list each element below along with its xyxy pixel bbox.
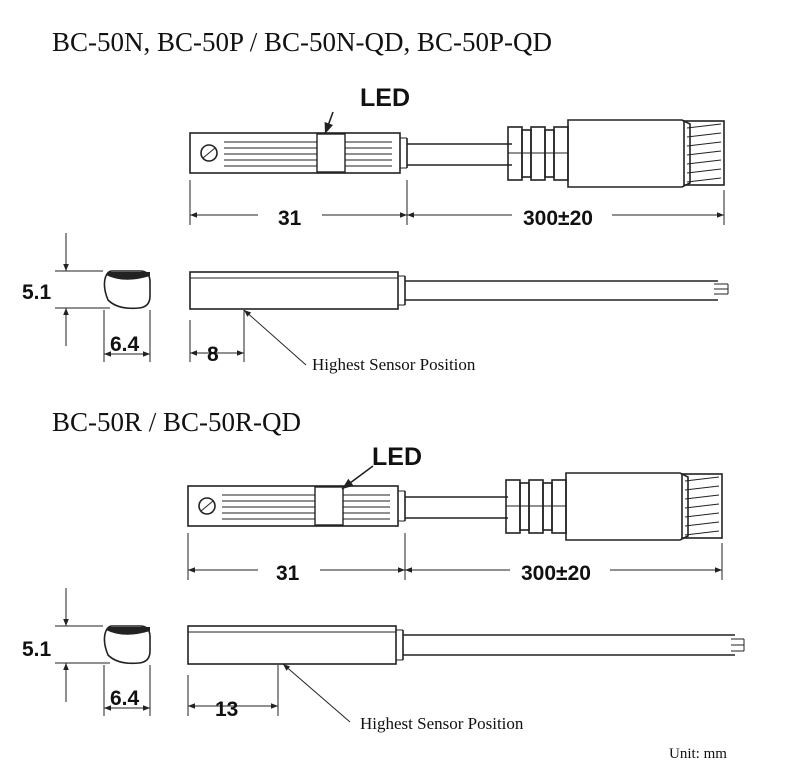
section1-width: 6.4 <box>110 333 140 356</box>
section1-length-dimension <box>189 180 725 225</box>
led-window <box>314 486 344 526</box>
section1-top-view <box>189 111 725 188</box>
section1-side-view <box>189 271 729 310</box>
section1-cross-section <box>55 233 151 362</box>
section1-sensor-offset: 8 <box>207 343 219 366</box>
section2-sensor-dimension <box>187 663 351 723</box>
section2-cable-length: 300±20 <box>521 562 591 585</box>
section2-width: 6.4 <box>110 687 140 710</box>
connector-icon <box>505 472 723 541</box>
section1-sensor-label: Highest Sensor Position <box>312 355 476 374</box>
screw-icon <box>200 144 218 162</box>
section2-top-view <box>187 465 723 541</box>
section2-length-dimension <box>187 533 723 580</box>
screw-icon <box>198 497 216 515</box>
section2-height: 5.1 <box>22 638 52 661</box>
unit-label: Unit: mm <box>669 746 727 762</box>
section1-led-label: LED <box>360 84 410 112</box>
section2-body-length: 31 <box>276 562 300 585</box>
section2-led-label: LED <box>372 443 422 471</box>
section2-sensor-label: Highest Sensor Position <box>360 714 524 733</box>
section2-side-view <box>187 625 745 665</box>
section1-height: 5.1 <box>22 281 52 304</box>
section1-cable-length: 300±20 <box>523 207 593 230</box>
section2-cross-section <box>55 588 151 716</box>
section2-title: BC-50R / BC-50R-QD <box>52 407 301 437</box>
section2-sensor-offset: 13 <box>215 698 238 721</box>
connector-icon <box>507 119 725 188</box>
section1-body-length: 31 <box>278 207 302 230</box>
section1-sensor-dimension <box>189 309 307 366</box>
section1-title: BC-50N, BC-50P / BC-50N-QD, BC-50P-QD <box>52 27 552 57</box>
led-window <box>316 133 346 173</box>
